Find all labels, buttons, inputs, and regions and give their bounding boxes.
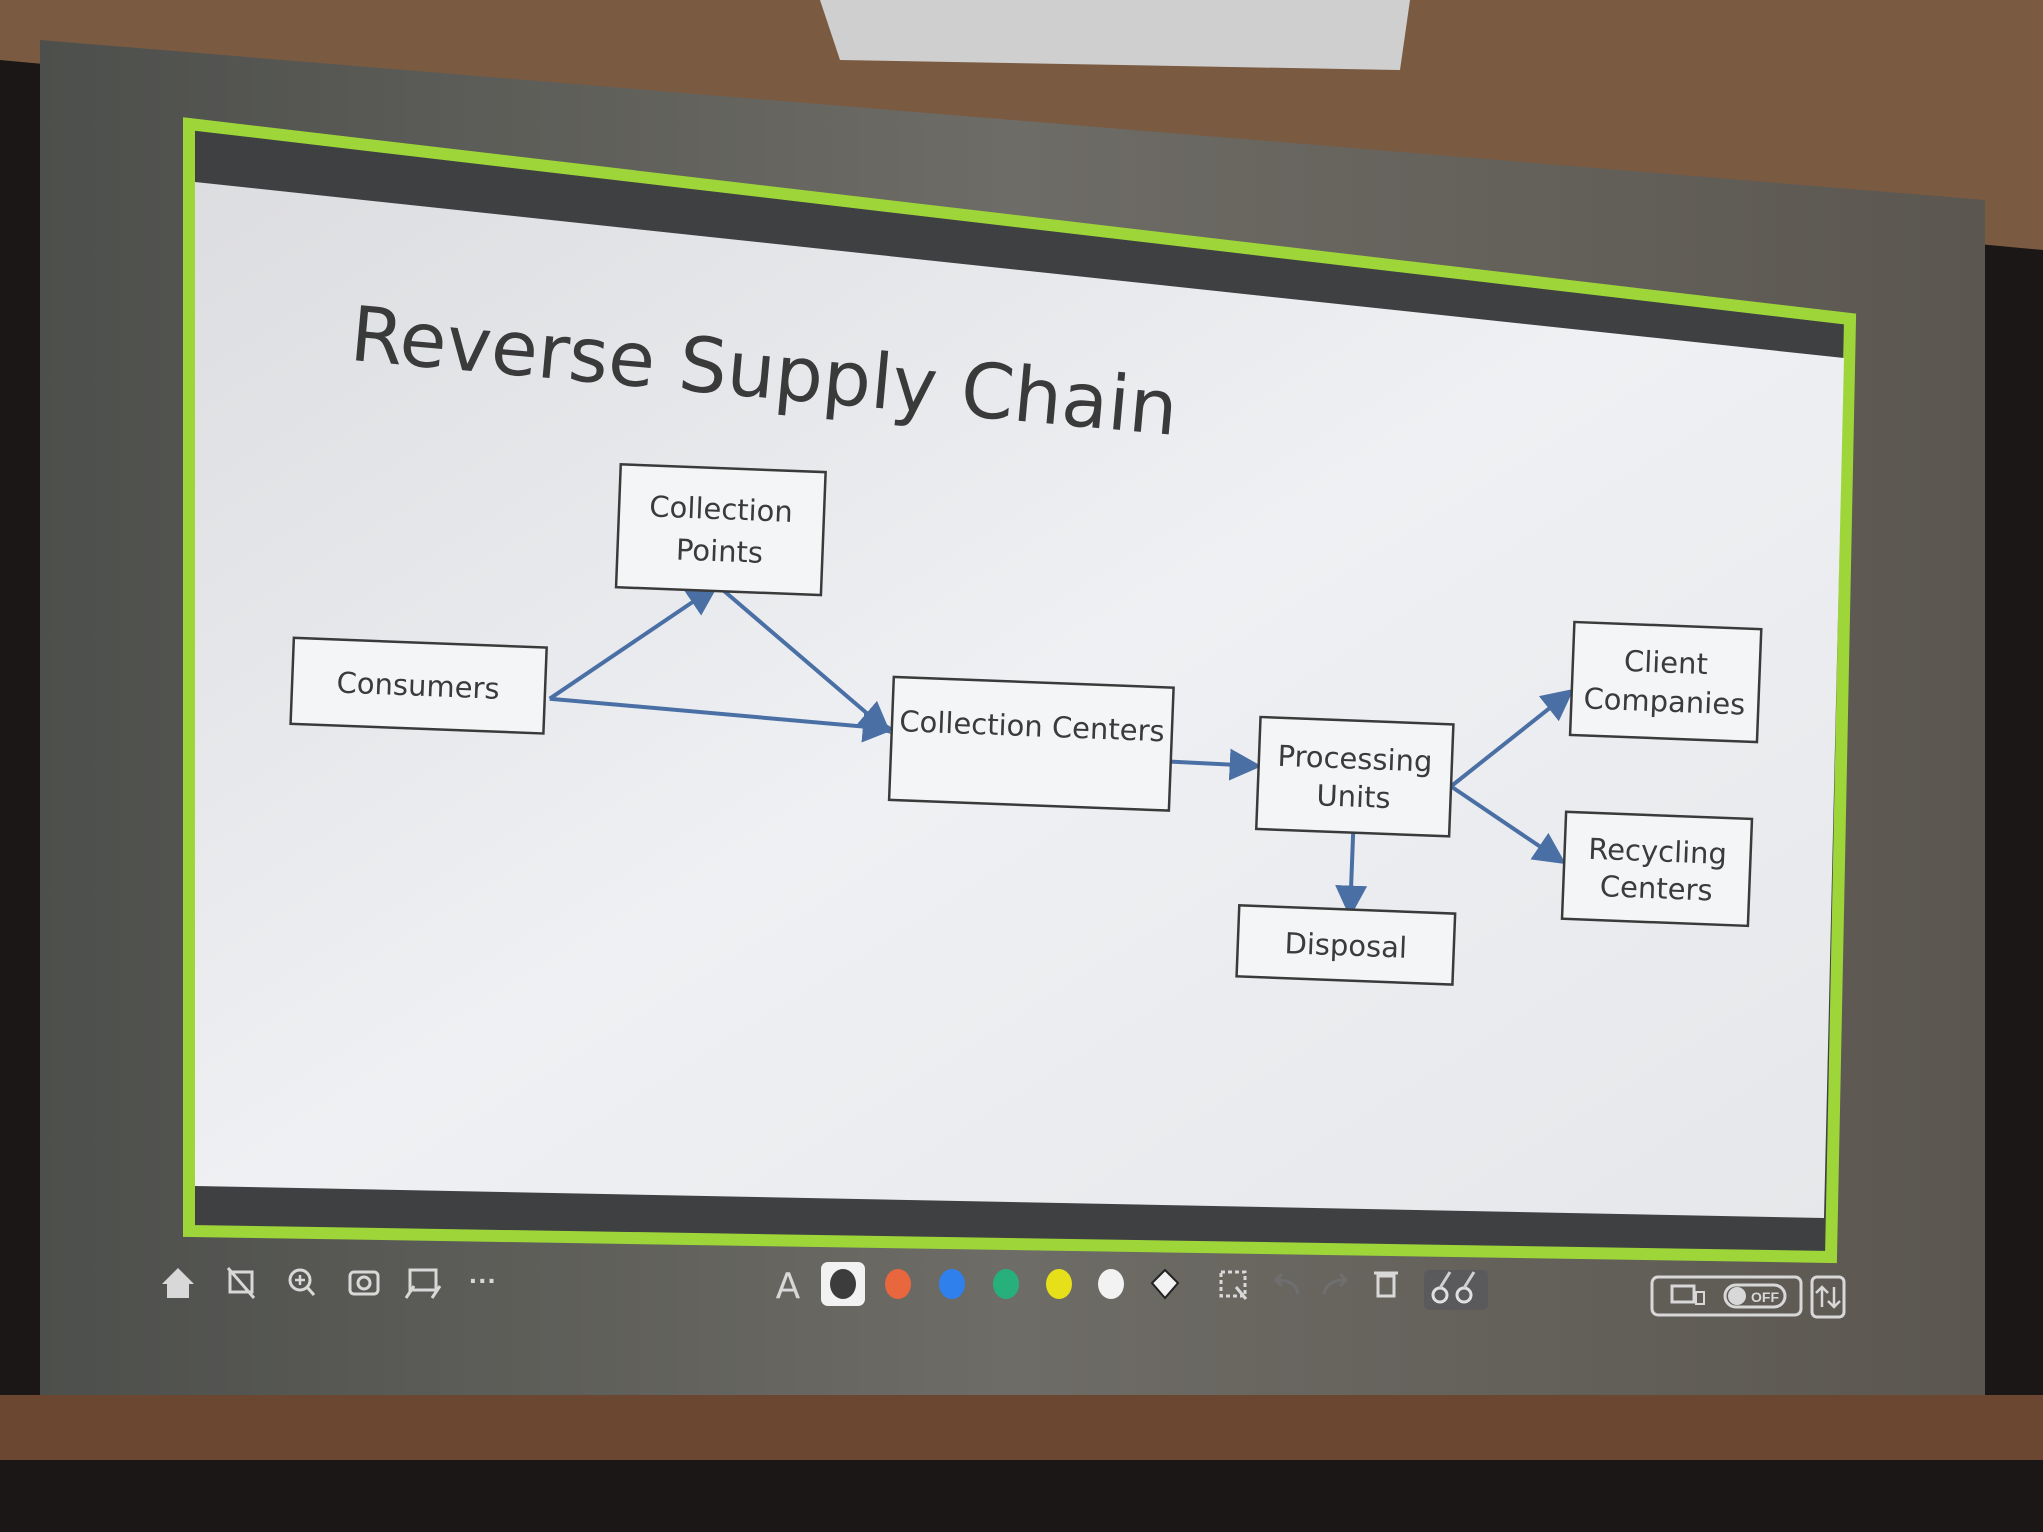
text-tool-icon[interactable]: A [776, 1266, 801, 1307]
toggle-switch[interactable]: OFF [1723, 1283, 1787, 1309]
pen-colors [830, 1269, 1124, 1299]
multi-pen-button[interactable] [1424, 1270, 1488, 1310]
node-recycling-centers: Recycling Centers [1560, 810, 1754, 928]
home-icon[interactable] [162, 1268, 194, 1298]
node-label: Disposal [1284, 926, 1408, 965]
zoom-in-icon[interactable] [288, 1268, 316, 1296]
node-label: Recycling [1588, 832, 1728, 871]
node-label: Client [1623, 644, 1708, 681]
wall-trim-bottom [0, 1395, 2043, 1460]
swap-position-icon[interactable] [1810, 1275, 1846, 1319]
redo-icon[interactable] [1322, 1272, 1349, 1295]
pen-color-3[interactable] [939, 1269, 965, 1299]
whiteboard-toolbar: ··· A OFF [162, 1262, 1846, 1319]
edge-processing-client-companies [1449, 688, 1574, 788]
more-icon[interactable]: ··· [469, 1265, 497, 1296]
node-label: Consumers [336, 666, 500, 706]
node-collection-centers: Collection Centers [887, 675, 1175, 812]
trash-icon[interactable] [1374, 1271, 1398, 1298]
undo-icon[interactable] [1273, 1272, 1300, 1295]
node-label: Units [1316, 778, 1391, 815]
edge-processing-disposal [1335, 831, 1368, 918]
edge-collection-points-collection-centers [720, 587, 891, 734]
node-label: Companies [1583, 681, 1746, 721]
node-disposal: Disposal [1235, 904, 1457, 986]
node-consumers: Consumers [289, 636, 548, 735]
screen-mode-group [1650, 1275, 1803, 1317]
node-label: Collection [649, 489, 794, 528]
edge-consumers-collection-points [548, 584, 719, 701]
pen-color-5[interactable] [1046, 1269, 1072, 1299]
toggle-label: OFF [1751, 1289, 1779, 1305]
pen-color-1[interactable] [830, 1269, 856, 1299]
device-icon[interactable] [1670, 1284, 1705, 1305]
eraser-icon[interactable] [1150, 1268, 1180, 1300]
node-label: Points [675, 532, 763, 569]
screen-off-icon[interactable] [226, 1267, 256, 1299]
edge-processing-recycling-centers [1449, 784, 1566, 865]
pen-color-6[interactable] [1098, 1269, 1124, 1299]
screen-cast-icon[interactable] [404, 1268, 442, 1299]
edge-consumers-collection-centers [549, 696, 895, 743]
pen-color-4[interactable] [993, 1269, 1019, 1299]
node-collection-points: Collection Points [614, 462, 827, 597]
node-label: Centers [1599, 869, 1713, 907]
projector-mount [820, 0, 1410, 70]
camera-icon[interactable] [348, 1270, 380, 1296]
node-client-companies: Client Companies [1568, 620, 1763, 744]
node-processing-units: Processing Units [1254, 715, 1455, 838]
pen-color-2[interactable] [885, 1269, 911, 1299]
node-label: Processing [1277, 739, 1433, 779]
select-icon[interactable] [1219, 1270, 1248, 1300]
edge-collection-centers-processing-units [1170, 748, 1262, 781]
